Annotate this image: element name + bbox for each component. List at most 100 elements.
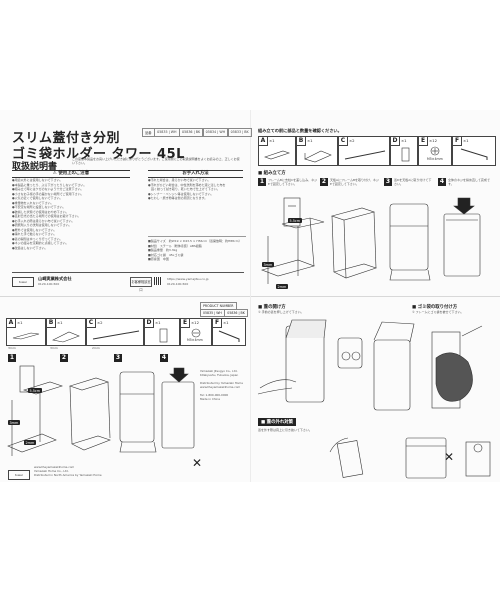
part-b: B ×1 — [296, 136, 338, 166]
screw-spec: M5×4mm — [187, 338, 203, 342]
dim-label: 2mm — [92, 346, 100, 350]
part-f: F ×1 — [452, 136, 496, 166]
lid-removal-illustration — [329, 437, 491, 479]
part-qty: ×1 — [17, 320, 23, 325]
importer-line: Yamazaki Jitsugyo Co., Ltd. — [200, 369, 238, 373]
lid-corner-drawing — [465, 441, 491, 477]
caution-header-bar: ⚠ 使用上のご注意 — [12, 170, 130, 178]
step-4-text: 全体のネジを締め直して完成です。 — [448, 178, 490, 186]
part-letter: A — [7, 319, 16, 328]
care-line: ●たわし・磨き粉等は傷の原因となります。 — [148, 196, 208, 200]
caution-line: ●蓋の開閉はゆっくり行って下さい。 — [12, 236, 63, 241]
bottom-part-d: D ×1 — [144, 318, 180, 346]
part-qty: ×1 — [57, 320, 63, 325]
step-3-badge: 3 — [384, 178, 392, 186]
bottom-part-a: A ×1 — [6, 318, 46, 346]
lid-icon — [401, 147, 410, 162]
bag-header: ■ ゴミ袋の取り付け方 — [412, 305, 458, 310]
step-1-drawing — [261, 197, 325, 284]
item-codes: 品番 05835 | WH 05836 | BK 05834 | WH 0583… — [142, 128, 252, 137]
part-c: C ×2 — [338, 136, 390, 166]
assembly-header: ■ 組み立て方 — [258, 171, 286, 176]
bottom-step-2-badge: 2 — [60, 354, 68, 362]
hinge-detail-drawing — [337, 337, 363, 369]
importer-list: Yamazaki Jitsugyo Co., Ltd. Kitakyushu, … — [200, 369, 248, 401]
measure-callout: 5.5cm — [288, 218, 302, 223]
lid-icon — [159, 328, 168, 343]
part-qty: ×2 — [97, 320, 103, 325]
care-line: ●汚れがひどい場合は、中性洗剤を薄めた液に浸した布を — [148, 182, 226, 187]
spec-line: ■製品サイズ 約W19 × D43.5 × H56cm（蓋開放時：約H88cm） — [148, 239, 242, 243]
caution-line: ●組み立て時にはケガのないよう十分ご注意下さい。 — [12, 187, 84, 191]
part-letter: E — [419, 137, 428, 146]
frame-icon — [304, 150, 332, 163]
step-2-text: 天板AにフレームBを取り付け、ネジEで固定して下さい。 — [330, 178, 379, 186]
parts-row: A ×1 B ×1 C ×2 D ×1 E ×12 M5×4 — [258, 136, 496, 166]
step-2-badge: 2 — [320, 178, 328, 186]
step-4-drawing — [443, 197, 481, 277]
bottom-step-3-badge: 3 — [114, 354, 122, 362]
bottom-step-2-drawing — [69, 377, 111, 451]
bottom-step-1-badge: 1 — [8, 354, 16, 362]
part-qty: ×1 — [155, 320, 161, 325]
bottom-step-4-badge: 4 — [160, 354, 168, 362]
caution-line: ●小さなお子様の手の届かない場所でご使用下さい。 — [12, 191, 84, 196]
caution-line: ●不安定な場所に設置しないで下さい。 — [12, 205, 66, 209]
item-code: 05834 | WH — [202, 128, 229, 137]
part-qty: ×12 — [429, 138, 438, 143]
pole-icon — [92, 330, 140, 340]
usage-illustration — [257, 319, 483, 411]
step-3-drawing — [389, 203, 431, 281]
intro-text: この度は本製品をお買い上げいただき誠にありがとうございます。ご使用前にこの取扱説… — [72, 157, 240, 165]
brand-logo: tower — [12, 277, 34, 287]
measure-callout: 3mm — [8, 420, 20, 425]
caution-line: ●濡れた手で触らないで下さい。 — [12, 232, 57, 236]
lid-lift-drawing — [329, 437, 364, 478]
measure-callout: 2mm — [24, 440, 36, 445]
top-board-icon — [12, 332, 40, 340]
dim-label: 3mm — [50, 346, 58, 350]
caution-line: ●重量物を入れないで下さい。 — [12, 200, 54, 205]
wrong-way-icon: ✕ — [444, 450, 455, 464]
part-qty: ×1 — [401, 138, 407, 143]
wrong-way-icon: ✕ — [192, 456, 203, 470]
bottom-parts-row: A ×1 B ×1 C ×2 D ×1 E ×12 M5×4mm F — [6, 318, 246, 346]
spec-line: ■材質 スチール（粉体塗装）ABS樹脂 — [148, 243, 202, 248]
lid-frame-drawing — [405, 437, 447, 479]
bottom-part-b: B ×1 — [46, 318, 86, 346]
bottom-footer-text: www.theyamazakihome.com Yamazaki Home Co… — [34, 465, 164, 478]
importer-line: Tel: 1-800-000-0000 — [200, 392, 229, 397]
part-letter: A — [259, 137, 268, 146]
item-code: 品番 — [142, 128, 155, 137]
lid-open-note: ① 手前の蓋を押し上げて下さい。 — [258, 310, 304, 314]
caution-line: ●火気の近くで使用しないで下さい。 — [12, 196, 63, 200]
care-line: ●シンナー・ベンジン等は使用しないで下さい。 — [148, 191, 214, 196]
part-qty: ×12 — [191, 320, 200, 325]
part-letter: C — [87, 319, 96, 328]
caution-line: ●破損した状態での使用はおやめ下さい。 — [12, 209, 69, 214]
bottom-part-f: F ×1 — [212, 318, 246, 346]
caution-line: ●お手入れの際は柔らかい布で拭いて下さい。 — [12, 218, 75, 223]
part-letter: D — [391, 137, 400, 146]
bottom-code: 05836 | BK — [224, 309, 248, 317]
caution-line: ●直射日光の当たる場所での使用はお避け下さい。 — [12, 214, 81, 218]
footer-line: Yamazaki Home Co., Ltd. — [34, 468, 69, 473]
company-name: 山崎実業株式会社 — [38, 276, 72, 281]
lid-open-header: ■ 蓋の開け方 — [258, 305, 286, 310]
part-letter: E — [181, 319, 190, 328]
bag-note: ① フレームにゴミ袋を被せて下さい。 — [412, 310, 464, 314]
title-line-2: ゴミ袋ホルダー タワー 45L — [12, 147, 185, 162]
part-letter: C — [339, 137, 348, 146]
bottom-code: 05835 | WH — [200, 309, 225, 317]
part-a: A ×1 — [258, 136, 296, 166]
importer-line: Distributed by Yamazaki Home — [200, 380, 243, 385]
step-3-text: 蓋Dを天板Aに取り付けて下さい。 — [394, 178, 432, 186]
caution-line: ●研磨剤入りの洗剤は使用しないで下さい。 — [12, 223, 72, 227]
dim-label: 3mm — [8, 346, 16, 350]
bottom-part-e: E ×12 M5×4mm — [180, 318, 212, 346]
caution-header: ⚠ 使用上のご注意 — [52, 171, 90, 176]
part-letter: D — [145, 319, 154, 328]
part-qty: ×1 — [269, 138, 275, 143]
step-2-drawing — [330, 207, 377, 279]
care-list: ●汚れた場合は、柔らかい布で拭いて下さい。 ●汚れがひどい場合は、中性洗剤を薄め… — [148, 178, 243, 201]
